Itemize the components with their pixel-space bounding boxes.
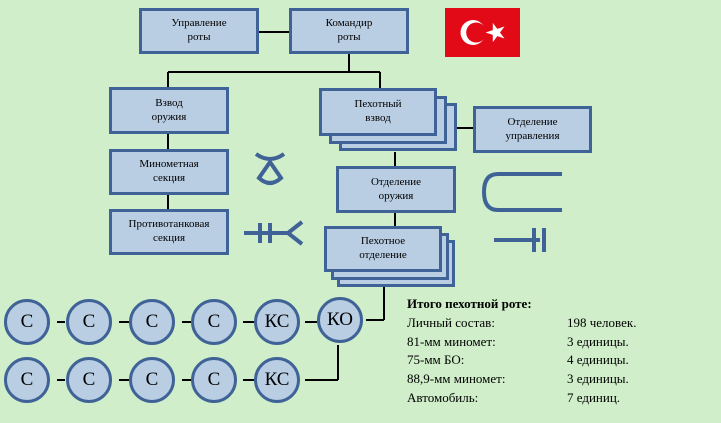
summary-label: Личный состав: bbox=[407, 315, 495, 331]
company-commander-box: Командир роты bbox=[289, 8, 409, 54]
soldier-circle: С bbox=[129, 357, 175, 403]
summary-value: 4 единицы. bbox=[567, 352, 629, 368]
summary-label: 88,9-мм миномет: bbox=[407, 371, 506, 387]
summary-row: Личный состав: 198 человек. bbox=[407, 314, 707, 333]
summary-value: 7 единиц. bbox=[567, 389, 621, 405]
soldier-circle: С bbox=[129, 299, 175, 345]
soldier-circle: С bbox=[4, 357, 50, 403]
squad-leader-circle: КО bbox=[317, 297, 363, 343]
summary-label: 81-мм миномет: bbox=[407, 333, 496, 349]
summary-value: 198 человек. bbox=[567, 315, 637, 331]
soldier-circle: С bbox=[66, 357, 112, 403]
summary-value: 3 единицы. bbox=[567, 371, 629, 387]
team-leader-circle: КС bbox=[254, 357, 300, 403]
summary-label: 75-мм БО: bbox=[407, 352, 465, 368]
team-leader-circle: КС bbox=[254, 299, 300, 345]
weapons-platoon-box: Взвод оружия bbox=[109, 87, 229, 134]
soldier-circle: С bbox=[191, 299, 237, 345]
company-summary: Итого пехотной роте: Личный состав: 198 … bbox=[407, 296, 707, 407]
antitank-section-box: Противотанковая секция bbox=[109, 209, 229, 255]
soldier-circle: С bbox=[191, 357, 237, 403]
mortar-symbol-icon bbox=[254, 152, 286, 185]
soldier-circle: С bbox=[66, 299, 112, 345]
hq-section-box: Отделение управления bbox=[473, 106, 592, 153]
summary-row: Автомобиль: 7 единиц. bbox=[407, 388, 707, 407]
summary-row: 81-мм миномет: 3 единицы. bbox=[407, 333, 707, 352]
weapons-squad-box: Отделение оружия bbox=[336, 166, 456, 213]
company-hq-box: Управление роты bbox=[139, 8, 259, 54]
summary-title: Итого пехотной роте: bbox=[407, 296, 532, 311]
summary-row: 75-мм БО: 4 единицы. bbox=[407, 351, 707, 370]
infantry-squad-box: Пехотное отделение bbox=[324, 226, 442, 272]
mortar-section-box: Минометная секция bbox=[109, 149, 229, 195]
turkey-flag-icon bbox=[445, 8, 520, 57]
summary-row: 88,9-мм миномет: 3 единицы. bbox=[407, 370, 707, 389]
summary-label: Автомобиль: bbox=[407, 389, 479, 405]
antitank-weapon-symbol-icon bbox=[244, 220, 304, 246]
soldier-circle: С bbox=[4, 299, 50, 345]
vehicle-symbol-icon bbox=[481, 172, 562, 212]
infantry-platoon-box: Пехотный взвод bbox=[319, 88, 437, 136]
summary-value: 3 единицы. bbox=[567, 333, 629, 349]
recoilless-gun-symbol-icon bbox=[494, 228, 546, 252]
